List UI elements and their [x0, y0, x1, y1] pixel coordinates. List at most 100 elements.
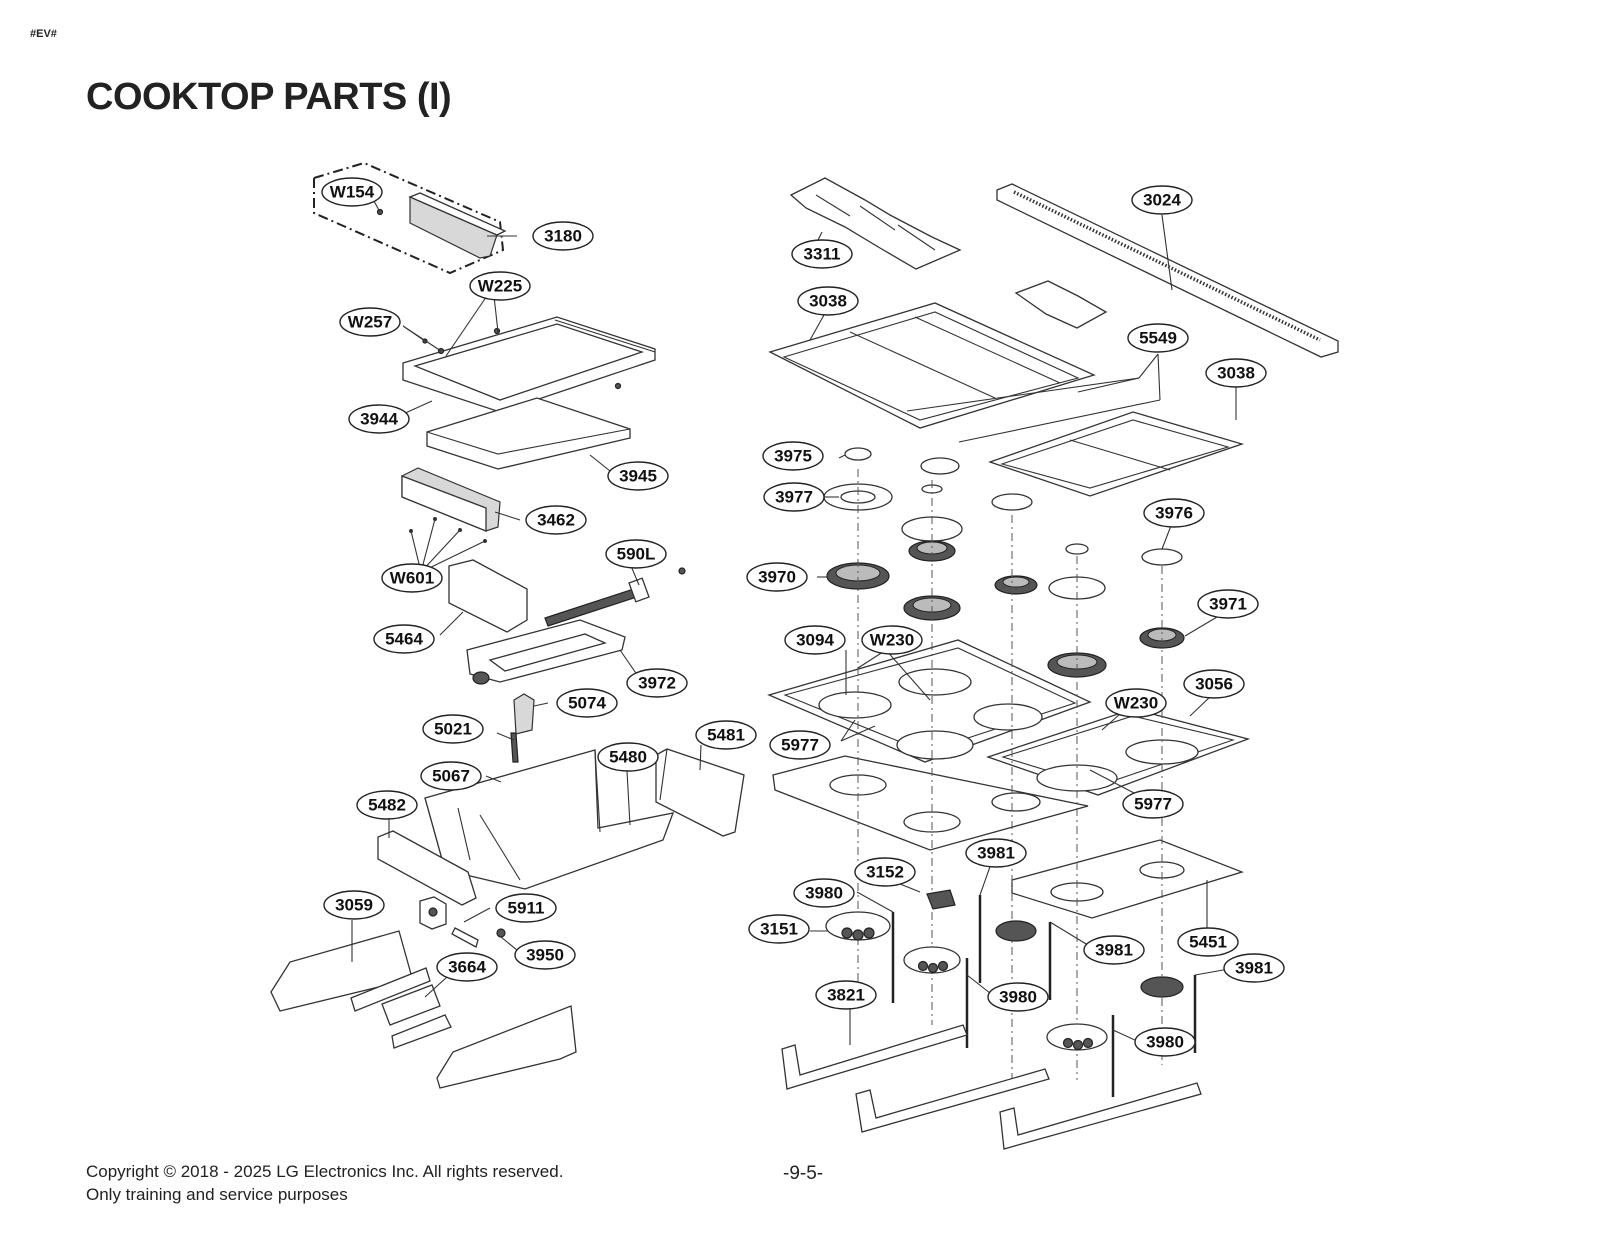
callout-3821: 3821 [815, 980, 877, 1010]
callout-3151: 3151 [748, 914, 810, 944]
part-3152-valve [926, 889, 956, 910]
svg-text:3981: 3981 [1235, 959, 1273, 978]
part-small-grate [1014, 280, 1108, 329]
svg-text:3950: 3950 [526, 946, 564, 965]
svg-text:5481: 5481 [707, 726, 745, 745]
svg-text:3151: 3151 [760, 920, 798, 939]
svg-text:5482: 5482 [368, 796, 406, 815]
svg-text:5911: 5911 [508, 899, 545, 918]
svg-text:3094: 3094 [796, 631, 834, 650]
svg-text:3980: 3980 [805, 884, 843, 903]
part-3038-grate-left [768, 302, 1096, 429]
callout-3981-mid: 3981 [1083, 935, 1145, 965]
svg-text:W601: W601 [390, 569, 434, 588]
svg-text:3462: 3462 [537, 511, 575, 530]
svg-text:W225: W225 [478, 277, 522, 296]
callout-3950: 3950 [514, 940, 576, 970]
callout-3664: 3664 [436, 952, 498, 982]
callout-3152: 3152 [854, 857, 916, 887]
griddle-kit-boundary [313, 161, 505, 275]
part-5464-shield [448, 559, 528, 633]
callout-3980-mid: 3980 [987, 982, 1049, 1012]
callout-3977: 3977 [763, 482, 825, 512]
part-5482-panel [377, 830, 477, 906]
callout-5074: 5074 [556, 688, 618, 718]
callout-5482: 5482 [356, 790, 418, 820]
svg-text:5464: 5464 [385, 630, 423, 649]
callout-3981-right: 3981 [1223, 953, 1285, 983]
callout-5067: 5067 [420, 761, 482, 791]
callout-3970: 3970 [746, 562, 808, 592]
svg-text:5480: 5480 [609, 748, 647, 767]
callout-w601: W601 [381, 563, 443, 593]
callout-w257: W257 [339, 307, 401, 337]
callout-w230-right: W230 [1105, 688, 1167, 718]
copyright-text: Copyright © 2018 - 2025 LG Electronics I… [86, 1162, 564, 1181]
svg-text:3821: 3821 [827, 986, 865, 1005]
svg-text:5067: 5067 [432, 767, 470, 786]
footer-copyright-block: Copyright © 2018 - 2025 LG Electronics I… [86, 1160, 563, 1206]
callout-3024: 3024 [1131, 185, 1193, 215]
svg-text:5977: 5977 [781, 736, 819, 755]
part-3821-bracket-3 [999, 1082, 1202, 1150]
part-590L-valve [544, 586, 644, 627]
part-3975-cap [844, 447, 872, 461]
part-5021-electrode [510, 732, 519, 763]
svg-text:3972: 3972 [638, 674, 676, 693]
callout-3056: 3056 [1183, 669, 1245, 699]
svg-text:5074: 5074 [568, 694, 606, 713]
svg-text:3944: 3944 [360, 410, 398, 429]
part-3059-panel [270, 930, 412, 1012]
svg-text:3152: 3152 [866, 863, 904, 882]
svg-text:3981: 3981 [1095, 941, 1133, 960]
part-bottom-panel [436, 1005, 577, 1089]
svg-text:3311: 3311 [804, 245, 841, 264]
part-3024-vent-strip [996, 183, 1339, 358]
part-3094-top-pan [767, 639, 1092, 763]
svg-text:3980: 3980 [1146, 1033, 1184, 1052]
part-3311-grate [789, 177, 962, 270]
part-3664-channel [350, 967, 431, 1012]
svg-text:3975: 3975 [774, 447, 812, 466]
callout-5911: 5911 [495, 893, 557, 923]
page-number: -9-5- [783, 1163, 824, 1184]
svg-text:W257: W257 [348, 313, 392, 332]
svg-text:3977: 3977 [775, 488, 813, 507]
svg-text:3945: 3945 [619, 467, 657, 486]
part-3821-bracket-2 [855, 1068, 1050, 1133]
part-5549-rods [906, 377, 1161, 443]
svg-text:3981: 3981 [977, 844, 1015, 863]
document-tag: #EV# [30, 28, 57, 40]
svg-text:5021: 5021 [434, 720, 472, 739]
callout-3094: 3094 [784, 625, 846, 655]
callout-5977-left: 5977 [769, 730, 831, 760]
part-3976-cap [1141, 548, 1183, 566]
callout-5977-right: 5977 [1122, 789, 1184, 819]
callout-5021: 5021 [422, 714, 484, 744]
callout-3975: 3975 [762, 441, 824, 471]
callout-5480: 5480 [597, 742, 659, 772]
callout-3038-right: 3038 [1205, 358, 1267, 388]
callout-3980-right: 3980 [1134, 1027, 1196, 1057]
svg-text:3038: 3038 [1217, 364, 1255, 383]
svg-text:3038: 3038 [809, 292, 847, 311]
callout-3976: 3976 [1143, 498, 1205, 528]
callout-5451: 5451 [1177, 927, 1239, 957]
svg-text:3980: 3980 [999, 988, 1037, 1007]
callout-3980-left: 3980 [793, 878, 855, 908]
svg-text:3664: 3664 [448, 958, 486, 977]
callout-w225: W225 [469, 271, 531, 301]
callout-3945: 3945 [607, 461, 669, 491]
svg-text:3056: 3056 [1195, 675, 1233, 694]
callout-5549: 5549 [1127, 323, 1189, 353]
callout-3981-top: 3981 [965, 838, 1027, 868]
svg-text:3180: 3180 [544, 227, 582, 246]
callout-3944: 3944 [348, 404, 410, 434]
part-3945-plate [426, 397, 631, 470]
svg-text:3976: 3976 [1155, 504, 1193, 523]
svg-text:W230: W230 [870, 631, 914, 650]
svg-text:3970: 3970 [758, 568, 796, 587]
svg-text:5549: 5549 [1139, 329, 1177, 348]
page-title: COOKTOP PARTS (I) [86, 76, 452, 118]
